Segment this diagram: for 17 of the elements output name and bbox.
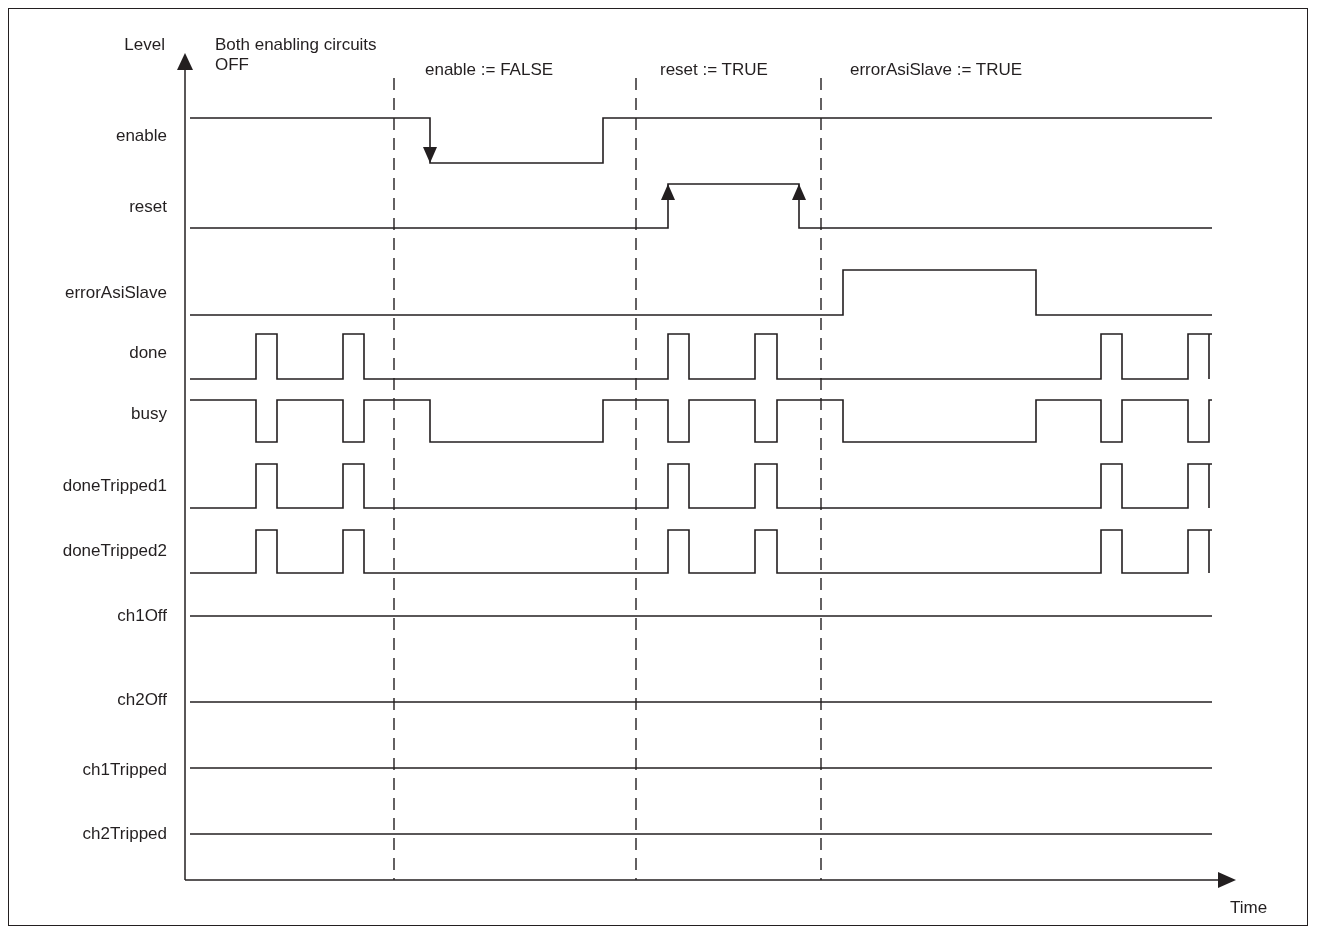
signal-label: doneTripped2 [61, 541, 167, 561]
signal-label: reset [128, 197, 167, 217]
signal-label: done [128, 343, 167, 363]
signal-label: enable [114, 126, 167, 146]
phase-label: reset := TRUE [660, 60, 768, 80]
signal-label: ch1Off [116, 606, 167, 626]
phase-label: errorAsiSlave := TRUE [850, 60, 1023, 80]
signal-label: ch2Off [116, 690, 167, 710]
signal-label: ch2Tripped [81, 824, 167, 844]
phase-label: enable := FALSE [425, 60, 554, 80]
signal-label: doneTripped1 [61, 476, 167, 496]
signal-label: busy [130, 404, 167, 424]
axis-label: Time [1230, 898, 1268, 918]
phase-label: Both enabling circuits OFF [215, 35, 378, 75]
signal-label: errorAsiSlave [63, 283, 167, 303]
axis-label: Level [123, 35, 165, 55]
signal-label: ch1Tripped [81, 760, 167, 780]
